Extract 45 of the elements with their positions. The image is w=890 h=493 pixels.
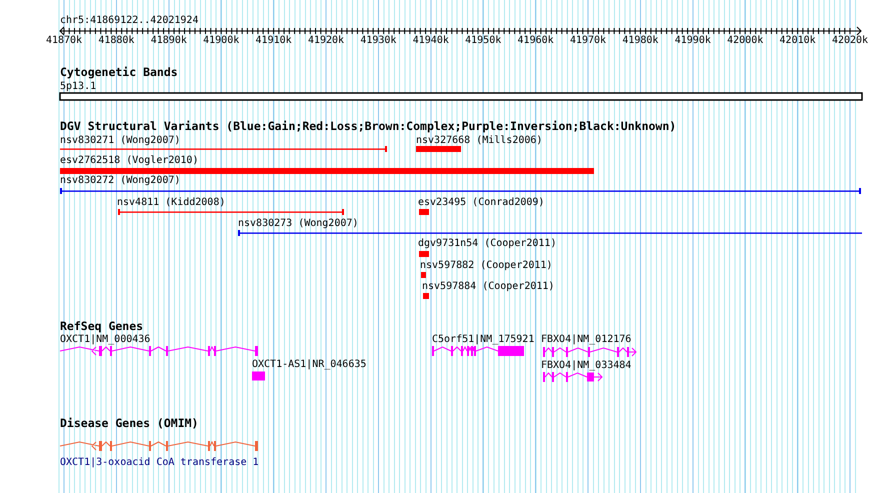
band-label: 5p13.1 xyxy=(60,81,96,92)
feature-label: nsv830273 (Wong2007) xyxy=(238,218,358,229)
scale-tick-label: 42010k xyxy=(780,35,816,46)
genomic-feature xyxy=(60,440,258,468)
scale-tick-label: 42020k xyxy=(832,35,868,46)
track-title: DGV Structural Variants (Blue:Gain;Red:Loss;Brown:Complex;Purple:Inversion;Black:Unknown) xyxy=(60,121,676,132)
feature-label: nsv597884 (Cooper2011) xyxy=(422,281,554,292)
genomic-feature xyxy=(60,334,258,357)
genomic-feature xyxy=(117,197,345,216)
feature-label: nsv4811 (Kidd2008) xyxy=(117,197,226,208)
scale-tick-label: 41950k xyxy=(465,35,502,46)
feature-label: dgv9731n54 (Cooper2011) xyxy=(418,238,556,249)
scale-tick-label: 41900k xyxy=(203,35,240,46)
scale-tick-label: 42000k xyxy=(727,35,764,46)
genomic-feature xyxy=(60,135,388,153)
scale-tick-label: 41920k xyxy=(308,35,344,46)
genomic-feature xyxy=(60,175,862,195)
scale-tick-label: 41890k xyxy=(150,35,187,46)
feature-label: FBXO4|NM_033484 xyxy=(541,360,632,371)
scale-tick-label: 41980k xyxy=(622,35,658,46)
feature-label: OXCT1-AS1|NR_046635 xyxy=(252,359,366,370)
scale-tick-label: 41990k xyxy=(674,35,711,46)
feature-label: nsv830271 (Wong2007) xyxy=(60,135,180,146)
feature-label: esv2762518 (Vogler2010) xyxy=(60,155,198,166)
scale-tick-label: 41940k xyxy=(412,35,449,46)
track-title: Disease Genes (OMIM) xyxy=(60,418,198,429)
scale-tick-label: 41870k xyxy=(46,35,82,46)
genomic-feature xyxy=(238,218,863,237)
genomic-feature xyxy=(541,334,637,358)
feature-label: nsv830272 (Wong2007) xyxy=(60,175,180,186)
feature-label: OXCT1|3-oxoacid CoA transferase 1 xyxy=(60,457,259,468)
feature-label: C5orf51|NM_175921 xyxy=(432,334,534,345)
feature-label: nsv327668 (Mills2006) xyxy=(416,135,542,146)
track-title: Cytogenetic Bands xyxy=(60,67,178,78)
feature-label: nsv597882 (Cooper2011) xyxy=(420,260,552,271)
feature-label: FBXO4|NM_012176 xyxy=(541,334,632,345)
feature-label: esv23495 (Conrad2009) xyxy=(418,197,544,208)
locus-label: chr5:41869122..42021924 xyxy=(60,15,198,26)
feature-label: OXCT1|NM_000436 xyxy=(60,334,150,345)
scale-tick-label: 41930k xyxy=(360,35,396,46)
scale-tick-label: 41960k xyxy=(518,35,554,46)
scale-tick-label: 41910k xyxy=(256,35,292,46)
genomic-feature xyxy=(60,155,595,175)
scale-tick-label: 41880k xyxy=(98,35,134,46)
scale-tick-label: 41970k xyxy=(570,35,606,46)
